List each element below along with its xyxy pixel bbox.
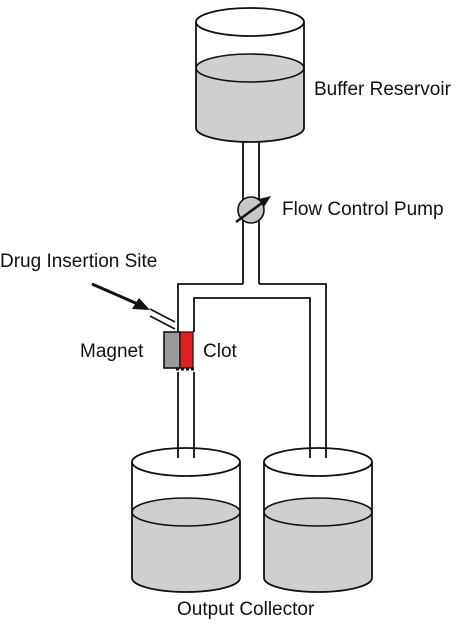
tube-inner-upper	[193, 297, 311, 458]
flow-control-pump	[235, 196, 271, 224]
output-collector-right	[263, 447, 373, 593]
tube-outer-right	[259, 283, 327, 458]
drug-insertion-site	[91, 282, 176, 330]
clot-label: Clot	[203, 341, 237, 362]
magnet-label: Magnet	[80, 341, 144, 362]
buffer-reservoir-label: Buffer Reservoir	[314, 79, 451, 100]
flow-control-pump-label: Flow Control Pump	[282, 199, 444, 220]
output-collector-label: Output Collector	[177, 599, 315, 620]
drug-insertion-site-label: Drug Insertion Site	[0, 251, 158, 272]
output-collector-left	[131, 447, 241, 593]
buffer-reservoir	[195, 7, 305, 143]
tubing	[177, 141, 327, 458]
tube-outer-left	[177, 283, 243, 332]
clot	[179, 331, 194, 369]
